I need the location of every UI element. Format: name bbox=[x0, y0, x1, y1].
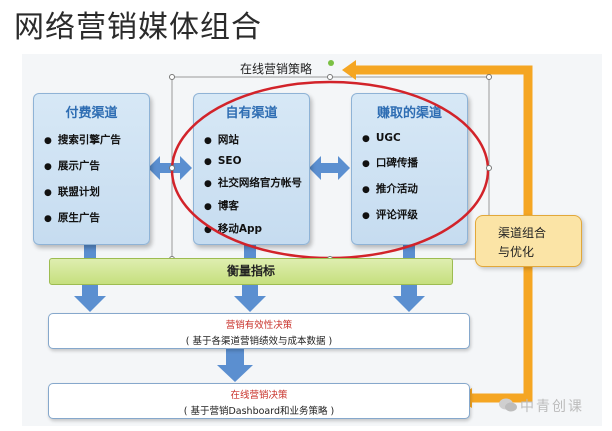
wechat-icon bbox=[498, 397, 518, 417]
orange-feedback-line-top bbox=[355, 65, 533, 215]
orange-feedback-line-bottom bbox=[470, 265, 533, 403]
owned-channel-item: 移动App bbox=[204, 221, 302, 236]
earned-channels-box: 赚取的渠道 UGC 口碑传播 推介活动 评论评级 bbox=[351, 93, 468, 245]
earned-channel-item: 推介活动 bbox=[362, 181, 418, 196]
channel-optimization-box: 渠道组合 与优化 bbox=[475, 215, 582, 267]
double-arrow-owned-earned bbox=[309, 156, 350, 180]
online-decision-title: 在线营销决策 bbox=[230, 390, 288, 401]
earned-channel-item: 评论评级 bbox=[362, 207, 418, 222]
connector-paid-measure bbox=[84, 244, 96, 258]
page-title: 网络营销媒体组合 bbox=[14, 10, 262, 45]
earned-channel-item: 口碑传播 bbox=[362, 155, 418, 170]
effectiveness-decision-title: 营销有效性决策 bbox=[225, 320, 293, 331]
optimization-line-1: 渠道组合 bbox=[498, 226, 547, 240]
connector-earned-measure bbox=[403, 244, 415, 258]
owned-channels-box: 自有渠道 网站 SEO 社交网络官方帐号 博客 移动App bbox=[193, 93, 310, 245]
arrow-decision-to-decision bbox=[217, 349, 253, 382]
arrow-down-left bbox=[74, 284, 106, 312]
paid-channel-item: 原生广告 bbox=[44, 210, 121, 225]
measure-bar: 衡量指标 bbox=[49, 258, 453, 285]
owned-channel-item: 博客 bbox=[204, 198, 302, 213]
effectiveness-decision-subtitle: ( 基于各渠道营销绩效与成本数据 ) bbox=[185, 336, 333, 347]
double-arrow-paid-owned bbox=[148, 156, 192, 180]
paid-channel-item: 联盟计划 bbox=[44, 184, 121, 199]
online-decision-subtitle: ( 基于营销Dashboard和业务策略 ) bbox=[183, 406, 335, 417]
paid-channels-title: 付费渠道 bbox=[65, 106, 118, 121]
owned-channels-title: 自有渠道 bbox=[225, 106, 278, 121]
earned-channels-title: 赚取的渠道 bbox=[376, 106, 442, 121]
owned-channel-item: 社交网络官方帐号 bbox=[204, 175, 302, 190]
optimization-line-2: 与优化 bbox=[498, 245, 535, 259]
strategy-label: 在线营销策略 bbox=[240, 62, 313, 76]
online-decision-box: 在线营销决策 ( 基于营销Dashboard和业务策略 ) bbox=[48, 383, 470, 419]
arrow-down-right bbox=[393, 284, 425, 312]
effectiveness-decision-box: 营销有效性决策 ( 基于各渠道营销绩效与成本数据 ) bbox=[48, 313, 470, 349]
connector-owned-measure bbox=[244, 244, 256, 258]
owned-channel-item: SEO bbox=[204, 155, 302, 167]
paid-channel-item: 搜索引擎广告 bbox=[44, 132, 121, 147]
owned-channel-item: 网站 bbox=[204, 132, 302, 147]
watermark-text: 中青创课 bbox=[520, 399, 584, 415]
earned-channel-item: UGC bbox=[362, 132, 418, 144]
owned-channels-list: 网站 SEO 社交网络官方帐号 博客 移动App bbox=[204, 132, 302, 244]
paid-channels-box: 付费渠道 搜索引擎广告 展示广告 联盟计划 原生广告 bbox=[33, 93, 150, 245]
paid-channels-list: 搜索引擎广告 展示广告 联盟计划 原生广告 bbox=[44, 132, 121, 236]
arrow-down-middle bbox=[234, 284, 266, 312]
earned-channels-list: UGC 口碑传播 推介活动 评论评级 bbox=[362, 132, 418, 233]
paid-channel-item: 展示广告 bbox=[44, 158, 121, 173]
orange-arrowhead-strategy bbox=[342, 60, 356, 80]
